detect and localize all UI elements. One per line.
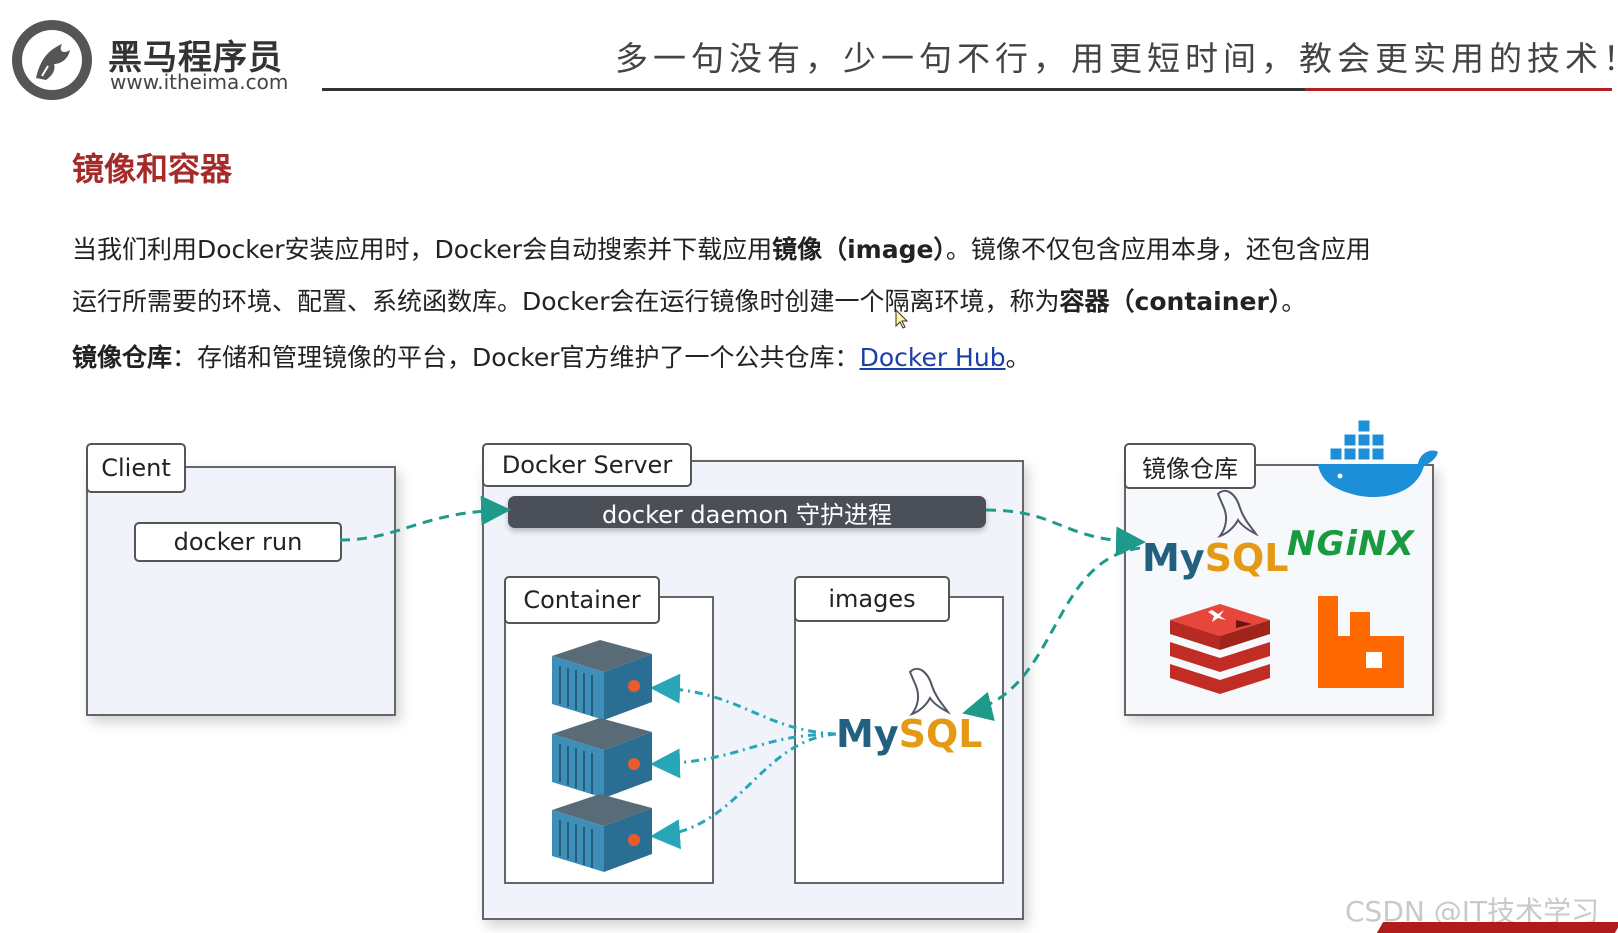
header-rule-accent (1305, 88, 1612, 91)
arrow-daemon-to-registry (985, 508, 1146, 557)
arrow-image-to-container-2 (650, 732, 837, 779)
p2-registry-term: 镜像仓库 (72, 343, 173, 372)
p2-text: ：存储和管理镜像的平台，Docker官方维护了一个公共仓库： (172, 343, 860, 372)
docker-server-tab: Docker Server (482, 443, 692, 487)
footer-accent (1376, 922, 1618, 933)
images-tab: images (794, 576, 950, 622)
docker-hub-link[interactable]: Docker Hub (859, 343, 1006, 372)
mysql-my: My (836, 712, 899, 756)
cursor-icon (895, 308, 909, 329)
container-tab: Container (504, 576, 660, 624)
mysql-logo-images: MySQL (836, 712, 982, 756)
arrow-client-to-daemon (339, 495, 511, 542)
header-rule (322, 88, 1612, 91)
arrow-image-to-container-1 (650, 673, 837, 736)
container-icon (552, 718, 652, 798)
paragraph-line-2: 运行所需要的环境、配置、系统函数库。Docker会在运行镜像时创建一个隔离环境，… (72, 282, 1306, 318)
p1-line2-prefix: 运行所需要的环境、配置、系统函数库。Docker会在运行镜像时创建一个隔离环境，… (72, 287, 1060, 316)
p1-line1-suffix: 。镜像不仅包含应用本身，还包含应用 (945, 235, 1371, 264)
section-title: 镜像和容器 (72, 150, 233, 188)
p1-line1-prefix: 当我们利用Docker安装应用时，Docker会自动搜索并下载应用 (72, 235, 773, 264)
itheima-logo-icon (12, 20, 92, 100)
rabbitmq-icon (1318, 596, 1404, 688)
container-icon (552, 794, 652, 872)
docker-whale-icon (1318, 419, 1438, 498)
p1-line2-suffix: 。 (1281, 287, 1307, 316)
paragraph-registry: 镜像仓库：存储和管理镜像的平台，Docker官方维护了一个公共仓库：Docker… (72, 338, 1031, 374)
docker-daemon-bar: docker daemon 守护进程 (508, 496, 986, 529)
brand-url: www.itheima.com (110, 70, 289, 94)
mysql-logo-registry: MySQL (1142, 536, 1288, 580)
paragraph-line-1: 当我们利用Docker安装应用时，Docker会自动搜索并下载应用镜像（imag… (72, 230, 1371, 266)
slogan: 多一句没有，少一句不行，用更短时间，教会更实用的技术！ (615, 39, 1618, 78)
p2-suffix: 。 (1005, 343, 1031, 372)
client-panel (86, 466, 396, 716)
client-tab: Client (86, 443, 186, 493)
docker-run-command[interactable]: docker run (134, 522, 342, 562)
container-icon (552, 640, 652, 720)
arrow-image-to-container-3 (650, 732, 837, 850)
images-panel (794, 596, 1004, 884)
p1-container-term: 容器（container） (1059, 287, 1282, 316)
redis-icon (1170, 604, 1270, 694)
registry-tab: 镜像仓库 (1124, 443, 1256, 489)
nginx-logo: NGiNX (1287, 524, 1415, 564)
p1-image-term: 镜像（image） (772, 235, 946, 264)
brand-name: 黑马程序员 (108, 38, 283, 78)
mysql-sql: SQL (1204, 536, 1289, 580)
dolphin-icon (1216, 489, 1259, 538)
arrow-registry-to-images (962, 546, 1141, 721)
mysql-my: My (1142, 536, 1205, 580)
dolphin-icon (908, 667, 951, 716)
